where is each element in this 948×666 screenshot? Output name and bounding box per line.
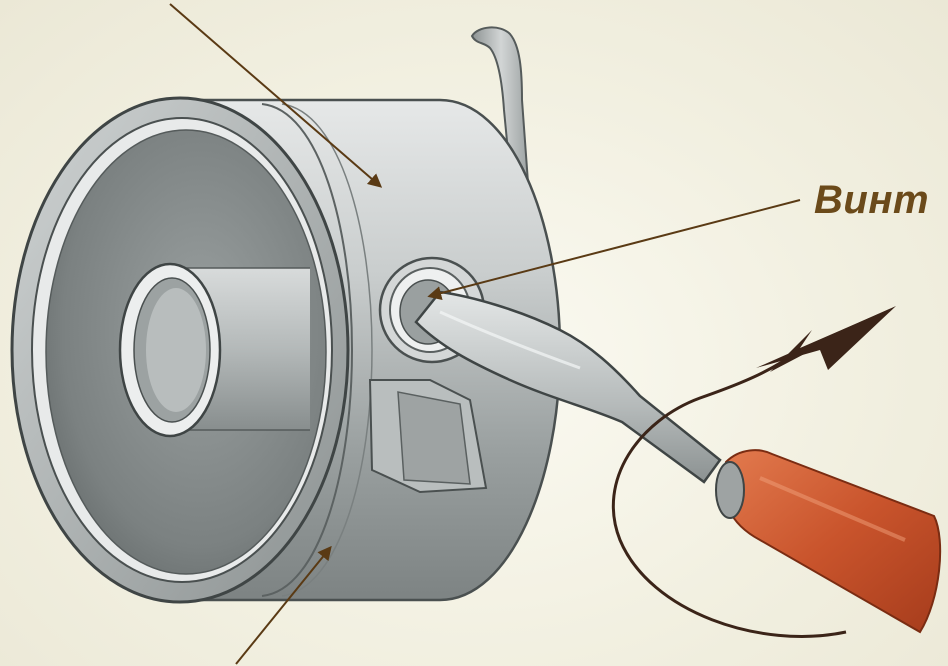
bobbin-case-face [12,98,348,602]
screw-label: Винт [814,180,929,220]
